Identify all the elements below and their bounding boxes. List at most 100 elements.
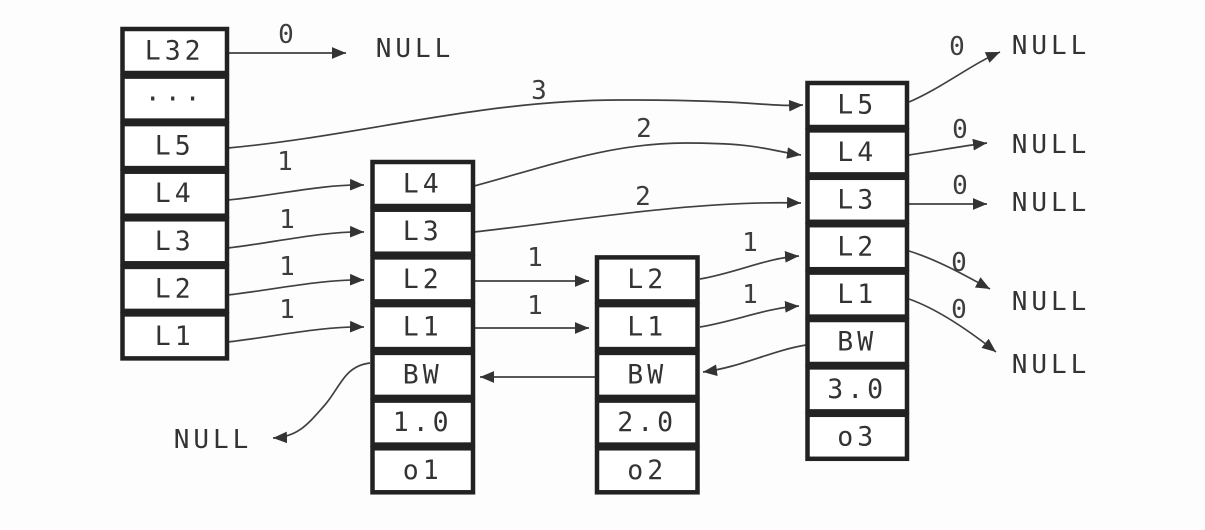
node3-cell-l5-label: L5 xyxy=(837,90,877,121)
null-label-node3-l1: NULL xyxy=(1012,350,1091,380)
head-cell-l5 xyxy=(120,121,230,171)
node2-cell-obj-label: o2 xyxy=(627,455,667,486)
arrow-node1-l3-to-node3-l3 xyxy=(473,196,802,233)
node3-cell-l5 xyxy=(805,80,910,130)
span-label-node3-l4: 0 xyxy=(952,115,970,145)
node3-cell-score-label: 3.0 xyxy=(827,374,887,405)
head-cell-l1-label: L1 xyxy=(155,321,195,352)
arrow-node3-l1-to-null xyxy=(908,298,997,353)
span-label-node1-l3: 2 xyxy=(635,182,653,212)
node3-cell-obj-label: o3 xyxy=(837,421,877,452)
node3-cell-l4-label: L4 xyxy=(837,137,877,168)
node1-cell-bw xyxy=(370,350,476,400)
span-label-node3-l2: 0 xyxy=(951,248,969,278)
span-label-header-l1: 1 xyxy=(279,295,297,325)
null-label-node1-bw: NULL xyxy=(174,425,253,455)
arrow-node2-l1-to-node3-l1 xyxy=(699,301,800,328)
arrow-header-l4-to-node1-l4 xyxy=(227,178,365,201)
arrow-node3-l2-to-null xyxy=(908,250,991,290)
node1-cell-l2-label: L2 xyxy=(403,264,443,295)
node3-column: L5 L4 L3 L2 L1 BW 3.0 o3 xyxy=(805,80,910,462)
span-label-node3-l3: 0 xyxy=(952,171,970,201)
node2-cell-score xyxy=(594,398,700,447)
arrow-header-l3-to-node1-l3 xyxy=(227,225,365,249)
node2-cell-bw-label: BW xyxy=(627,359,667,390)
null-labels: NULL NULL NULL NULL NULL NULL NULL xyxy=(174,31,1091,455)
span-labels: 0 3 1 1 1 1 2 2 1 1 1 1 0 0 0 0 0 xyxy=(277,20,970,325)
arrow-header-l1-to-node1-l1 xyxy=(227,320,365,343)
head-cell-l32-label: L32 xyxy=(145,36,205,67)
head-cell-l4 xyxy=(120,169,230,218)
arrow-node1-bw-to-null xyxy=(272,362,371,444)
node1-cell-l2 xyxy=(370,255,476,304)
node1-cell-l3 xyxy=(370,207,476,256)
node3-cell-l3 xyxy=(805,175,910,225)
node1-cell-obj-label: o1 xyxy=(403,455,443,486)
arrow-node1-l4-to-node3-l4 xyxy=(473,142,802,187)
node1-cell-obj xyxy=(370,446,476,495)
node1-cell-l3-label: L3 xyxy=(403,216,443,247)
null-label-node3-l4: NULL xyxy=(1012,130,1091,160)
span-label-node1-l2: 1 xyxy=(527,243,545,273)
node2-cell-l1 xyxy=(594,302,700,352)
node3-cell-obj xyxy=(805,412,910,462)
null-label-node3-l2: NULL xyxy=(1012,287,1091,317)
span-label-node1-l1: 1 xyxy=(527,291,545,321)
node2-cell-obj xyxy=(594,446,700,495)
span-label-header-l5: 3 xyxy=(531,76,549,106)
span-label-node3-l1: 0 xyxy=(951,295,969,325)
node1-column: L4 L3 L2 L1 BW 1.0 o1 xyxy=(370,159,476,495)
span-label-node2-l2: 1 xyxy=(742,228,760,258)
node3-cell-l1 xyxy=(805,270,910,319)
node2-cell-l2-label: L2 xyxy=(627,264,667,295)
span-label-node1-l4: 2 xyxy=(636,114,654,144)
node1-cell-l1-label: L1 xyxy=(403,312,443,343)
node2-cell-bw xyxy=(594,350,700,400)
head-cell-l2-label: L2 xyxy=(155,273,195,304)
node3-cell-l1-label: L1 xyxy=(837,279,877,310)
node1-cell-l1 xyxy=(370,302,476,352)
span-label-header-l32: 0 xyxy=(278,20,296,50)
node1-cell-l4-label: L4 xyxy=(403,169,443,200)
node3-cell-l4 xyxy=(805,128,910,177)
head-cell-l32 xyxy=(120,26,230,76)
node2-cell-l1-label: L1 xyxy=(627,312,667,343)
head-cell-ellipsis-label: ... xyxy=(145,77,205,108)
node2-cell-score-label: 2.0 xyxy=(617,407,677,438)
head-cell-l1 xyxy=(120,312,230,361)
head-cell-ellipsis xyxy=(120,74,230,123)
null-label-node3-l3: NULL xyxy=(1012,188,1091,218)
null-label-header-l32: NULL xyxy=(376,34,455,64)
span-label-header-l3: 1 xyxy=(279,205,297,235)
node2-cell-l2 xyxy=(594,255,700,304)
node2-column: L2 L1 BW 2.0 o2 xyxy=(594,255,700,495)
head-node-column: L32 ... L5 L4 L3 L2 L1 xyxy=(120,26,230,361)
arrow-node2-l2-to-node3-l2 xyxy=(699,251,800,280)
arrow-node3-bw-to-node2-bw xyxy=(702,344,807,377)
span-label-node2-l1: 1 xyxy=(742,280,760,310)
arrow-header-l5-to-node3-l5 xyxy=(227,99,804,149)
node3-cell-score xyxy=(805,365,910,414)
head-cell-l3 xyxy=(120,217,230,266)
node3-cell-bw xyxy=(805,317,910,367)
head-cell-l4-label: L4 xyxy=(155,178,195,209)
node3-cell-l2-label: L2 xyxy=(837,232,877,263)
null-label-node3-l5: NULL xyxy=(1012,31,1091,61)
span-label-header-l4: 1 xyxy=(277,147,295,177)
node3-cell-bw-label: BW xyxy=(837,327,877,358)
node1-cell-l4 xyxy=(370,159,476,209)
node3-cell-l2 xyxy=(805,222,910,272)
node1-cell-score xyxy=(370,398,476,447)
span-label-header-l2: 1 xyxy=(279,252,297,282)
node1-cell-bw-label: BW xyxy=(403,359,443,390)
head-cell-l5-label: L5 xyxy=(155,131,195,162)
arrow-node3-l4-to-null xyxy=(908,138,988,156)
span-label-node3-l5: 0 xyxy=(949,32,967,62)
head-cell-l2 xyxy=(120,264,230,314)
pointer-arrows xyxy=(227,47,1001,444)
head-cell-l3-label: L3 xyxy=(155,226,195,257)
arrow-header-l2-to-node1-l2 xyxy=(227,273,365,296)
node1-cell-score-label: 1.0 xyxy=(393,407,453,438)
